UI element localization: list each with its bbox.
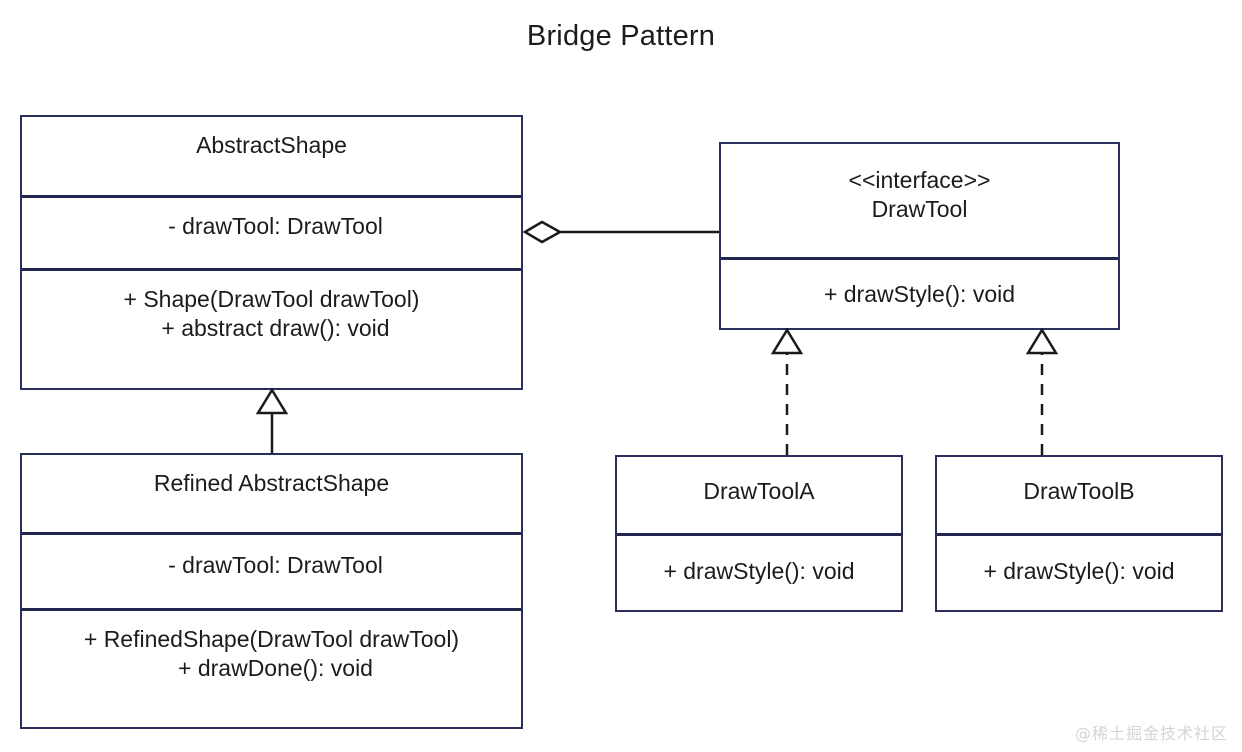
class-name-compartment: <<interface>> DrawTool [721, 144, 1118, 257]
operation-row: + RefinedShape(DrawTool drawTool) [83, 626, 460, 652]
class-box-drawtool-interface[interactable]: <<interface>> DrawTool + drawStyle(): vo… [719, 142, 1120, 330]
class-box-refined-abstract-shape[interactable]: Refined AbstractShape - drawTool: DrawTo… [20, 453, 523, 729]
operation-row: + drawStyle(): void [983, 558, 1175, 584]
class-operations-compartment: + drawStyle(): void [721, 257, 1118, 328]
class-box-drawtool-a[interactable]: DrawToolA + drawStyle(): void [615, 455, 903, 612]
hollow-diamond-icon [522, 220, 563, 244]
watermark-label: @稀土掘金技术社区 [1074, 724, 1228, 743]
class-operations-compartment: + RefinedShape(DrawTool drawTool) + draw… [22, 608, 521, 727]
attribute-row: - drawTool: DrawTool [168, 213, 383, 239]
class-name-label: DrawTool [871, 196, 968, 223]
class-name-compartment: DrawToolA [617, 457, 901, 533]
realization-connector-drawtoola-drawtool [770, 327, 804, 455]
class-box-drawtool-b[interactable]: DrawToolB + drawStyle(): void [935, 455, 1223, 612]
operation-row: + abstract draw(): void [161, 315, 390, 342]
hollow-triangle-icon [770, 327, 804, 355]
class-name-label: AbstractShape [196, 132, 347, 158]
class-name-label: DrawToolB [1023, 478, 1135, 504]
hollow-triangle-icon [1025, 327, 1059, 355]
class-name-label: DrawToolA [703, 478, 815, 504]
class-name-compartment: AbstractShape [22, 117, 521, 195]
attribute-row: - drawTool: DrawTool [168, 552, 383, 578]
generalization-connector-refinedshape-abstractshape [255, 387, 289, 453]
operation-row: + Shape(DrawTool drawTool) [123, 286, 420, 312]
operation-row: + drawStyle(): void [823, 281, 1016, 307]
class-name-compartment: Refined AbstractShape [22, 455, 521, 532]
aggregation-connector-abstractshape-drawtool [522, 220, 719, 244]
stereotype-label: <<interface>> [848, 167, 991, 193]
class-name-compartment: DrawToolB [937, 457, 1221, 533]
operation-row: + drawDone(): void [178, 655, 373, 682]
page-title: Bridge Pattern [526, 20, 716, 52]
class-operations-compartment: + Shape(DrawTool drawTool) + abstract dr… [22, 268, 521, 388]
class-attributes-compartment: - drawTool: DrawTool [22, 532, 521, 608]
hollow-triangle-icon [255, 387, 289, 415]
realization-connector-drawtoolb-drawtool [1025, 327, 1059, 455]
class-attributes-compartment: - drawTool: DrawTool [22, 195, 521, 268]
operation-row: + drawStyle(): void [663, 558, 855, 584]
class-operations-compartment: + drawStyle(): void [937, 533, 1221, 610]
class-name-label: Refined AbstractShape [153, 470, 390, 496]
class-operations-compartment: + drawStyle(): void [617, 533, 901, 610]
class-box-abstract-shape[interactable]: AbstractShape - drawTool: DrawTool + Sha… [20, 115, 523, 390]
